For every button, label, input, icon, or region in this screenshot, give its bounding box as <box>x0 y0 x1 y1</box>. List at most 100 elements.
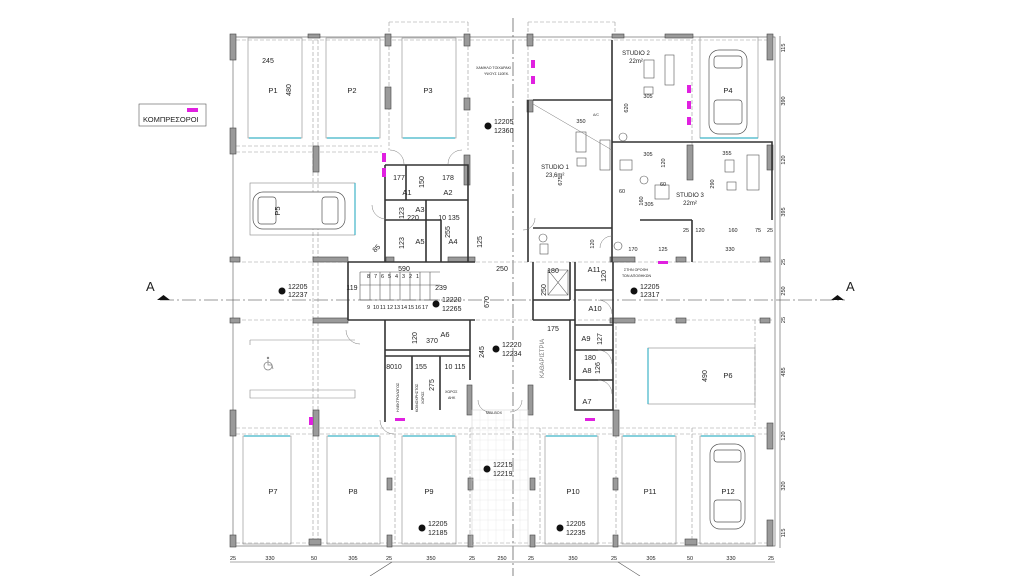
svg-text:330: 330 <box>725 247 734 253</box>
svg-text:12237: 12237 <box>288 292 308 299</box>
svg-text:12265: 12265 <box>442 306 462 313</box>
svg-text:245: 245 <box>479 346 486 358</box>
staircase <box>359 271 440 301</box>
parking-p12: P12 <box>721 487 734 496</box>
svg-text:A: A <box>846 279 855 294</box>
svg-text:ΧΩΡΟΣ: ΧΩΡΟΣ <box>445 390 458 394</box>
parking-p3: P3 <box>423 86 432 95</box>
svg-text:7: 7 <box>374 274 377 280</box>
svg-text:350: 350 <box>576 119 585 125</box>
svg-text:177: 177 <box>393 175 405 182</box>
svg-text:ΧΩΡΟΣ: ΧΩΡΟΣ <box>421 391 425 404</box>
svg-text:119: 119 <box>346 285 357 292</box>
svg-text:12205: 12205 <box>494 119 514 126</box>
svg-text:A10: A10 <box>588 304 601 313</box>
svg-text:25: 25 <box>768 556 774 562</box>
svg-text:390: 390 <box>781 96 787 105</box>
svg-text:25: 25 <box>683 228 689 234</box>
svg-text:12219: 12219 <box>493 471 513 478</box>
svg-text:255: 255 <box>445 226 452 238</box>
studio-furniture <box>532 54 760 255</box>
svg-text:13: 13 <box>394 305 400 311</box>
svg-text:355: 355 <box>722 151 731 157</box>
svg-text:175: 175 <box>547 326 559 333</box>
svg-text:250: 250 <box>497 556 506 562</box>
svg-text:MAILBOX: MAILBOX <box>486 411 503 415</box>
parking-p4: P4 <box>723 86 732 95</box>
svg-text:50: 50 <box>311 556 317 562</box>
svg-text:123: 123 <box>399 207 406 219</box>
svg-text:11: 11 <box>380 305 386 311</box>
car-icon <box>709 443 746 530</box>
svg-text:22m²: 22m² <box>629 59 643 65</box>
svg-text:A1: A1 <box>402 188 411 197</box>
svg-text:10 115: 10 115 <box>445 364 466 371</box>
svg-text:123: 123 <box>399 237 406 249</box>
svg-text:15: 15 <box>408 305 414 311</box>
notes: ΧΑΜΗΛΟ ΤΟΙΧΑΡΑΚΙ ΥΨΟΥΣ 110ΕΚ. ΣΤΗΝ ΟΡΟΦΗ… <box>396 66 651 415</box>
svg-text:STUDIO 2: STUDIO 2 <box>622 51 650 57</box>
parking-labels: P1 P2 P3 P4 P5 P6 P7 P8 P9 P10 P11 P12 <box>268 86 734 496</box>
svg-text:3: 3 <box>402 274 405 280</box>
columns <box>229 33 774 548</box>
svg-text:620: 620 <box>624 103 630 112</box>
svg-text:25: 25 <box>469 556 475 562</box>
svg-text:12: 12 <box>387 305 393 311</box>
svg-text:120: 120 <box>590 239 596 248</box>
svg-text:170: 170 <box>628 247 637 253</box>
parking-p8: P8 <box>348 487 357 496</box>
svg-text:25: 25 <box>386 556 392 562</box>
svg-text:STUDIO 3: STUDIO 3 <box>676 193 704 199</box>
svg-text:A5: A5 <box>415 237 424 246</box>
parking-p7: P7 <box>268 487 277 496</box>
svg-text:25: 25 <box>611 556 617 562</box>
svg-text:485: 485 <box>781 367 787 376</box>
svg-text:180: 180 <box>547 268 559 275</box>
svg-text:120: 120 <box>661 158 667 167</box>
svg-text:14: 14 <box>401 305 407 311</box>
svg-text:A4: A4 <box>448 237 457 246</box>
svg-text:10: 10 <box>373 305 379 311</box>
svg-text:10 135: 10 135 <box>438 215 460 222</box>
storage-labels: A1 A2 A3 A4 A5 A6 A7 A8 A9 A10 A11 <box>402 188 601 406</box>
svg-text:370: 370 <box>426 338 438 345</box>
svg-text:75: 75 <box>755 228 761 234</box>
svg-text:220: 220 <box>407 215 419 222</box>
svg-text:12205: 12205 <box>428 521 448 528</box>
svg-text:A3: A3 <box>415 205 424 214</box>
svg-text:120: 120 <box>601 270 608 282</box>
ac-label: A/C <box>593 113 599 117</box>
svg-text:12220: 12220 <box>502 342 522 349</box>
section-marker-left: A <box>146 279 170 300</box>
svg-text:12220: 12220 <box>442 297 462 304</box>
svg-text:2: 2 <box>409 274 412 280</box>
compressor-marks <box>309 60 691 425</box>
legend-label: ΚΟΜΠΡΕΣΟΡΟΙ <box>143 115 199 124</box>
cleaner-room-label: ΚΑΘΑΡΙΣΤΡΙΑ <box>540 339 546 378</box>
svg-text:305: 305 <box>643 152 652 158</box>
svg-text:12317: 12317 <box>640 292 660 299</box>
car-icon <box>252 191 346 230</box>
svg-text:239: 239 <box>435 285 447 292</box>
core-walls <box>347 40 773 422</box>
studio-dimensions: 350 675 305 620 305 120 355 290 60 60 16… <box>558 94 773 253</box>
parking-slots <box>242 36 759 545</box>
svg-text:17: 17 <box>422 305 428 311</box>
svg-text:12234: 12234 <box>502 351 522 358</box>
svg-text:275: 275 <box>429 379 436 391</box>
accessible-parking-icon <box>263 356 274 371</box>
svg-text:A7: A7 <box>582 397 591 406</box>
svg-text:12235: 12235 <box>566 530 586 537</box>
svg-text:120: 120 <box>781 155 787 164</box>
svg-text:180: 180 <box>584 355 596 362</box>
svg-text:590: 590 <box>398 266 410 273</box>
svg-text:250: 250 <box>781 286 787 295</box>
